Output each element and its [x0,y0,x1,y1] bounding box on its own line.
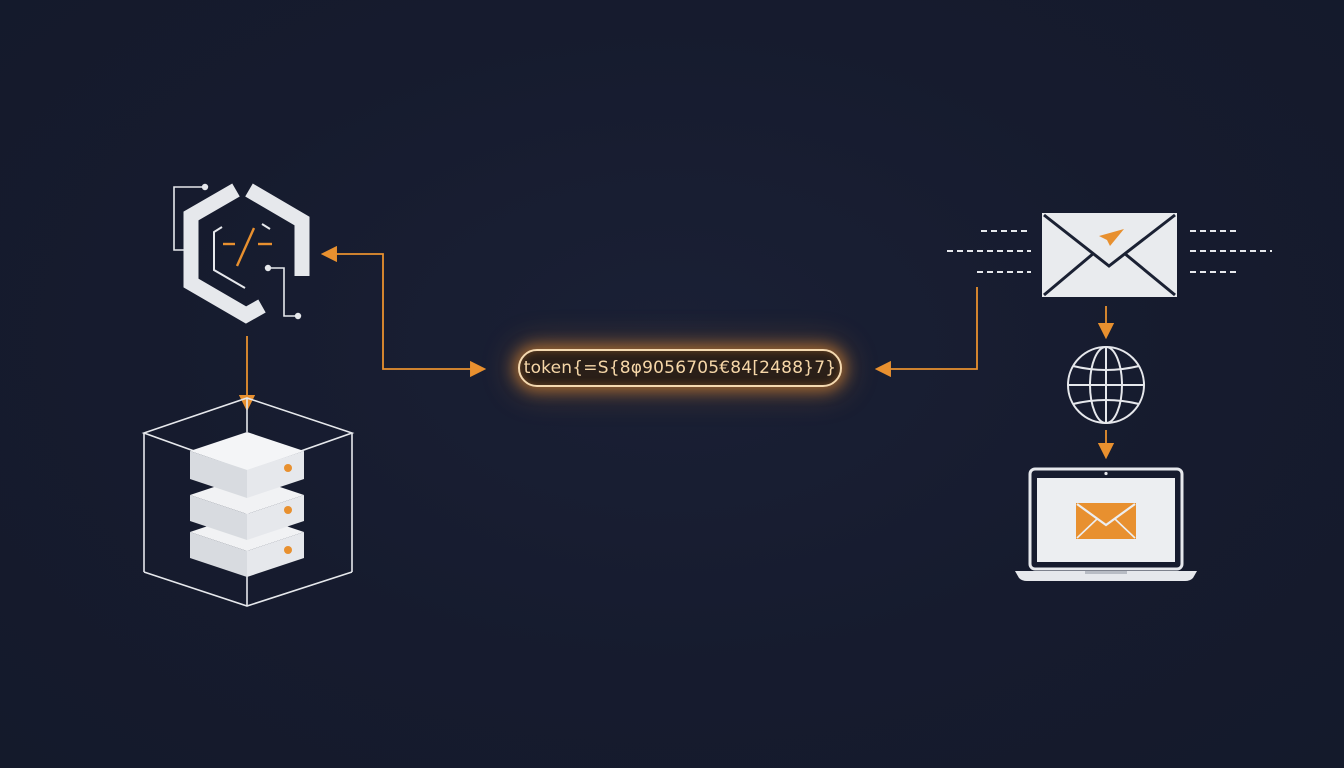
laptop-mail-icon [1015,467,1197,581]
globe-icon [1067,346,1145,424]
database-stack-icon [141,397,355,607]
token-string: token{=S{8φ9056705€84[2488}7} [523,358,837,378]
envelope-icon [947,213,1272,297]
screen-mail-icon [1076,503,1136,539]
token-pill: token{=S{8φ9056705€84[2488}7} [518,349,842,387]
code-hexagon-icon [173,183,310,324]
arrow-mail-to-token [874,287,978,378]
arrow-code-token-link [320,245,487,378]
